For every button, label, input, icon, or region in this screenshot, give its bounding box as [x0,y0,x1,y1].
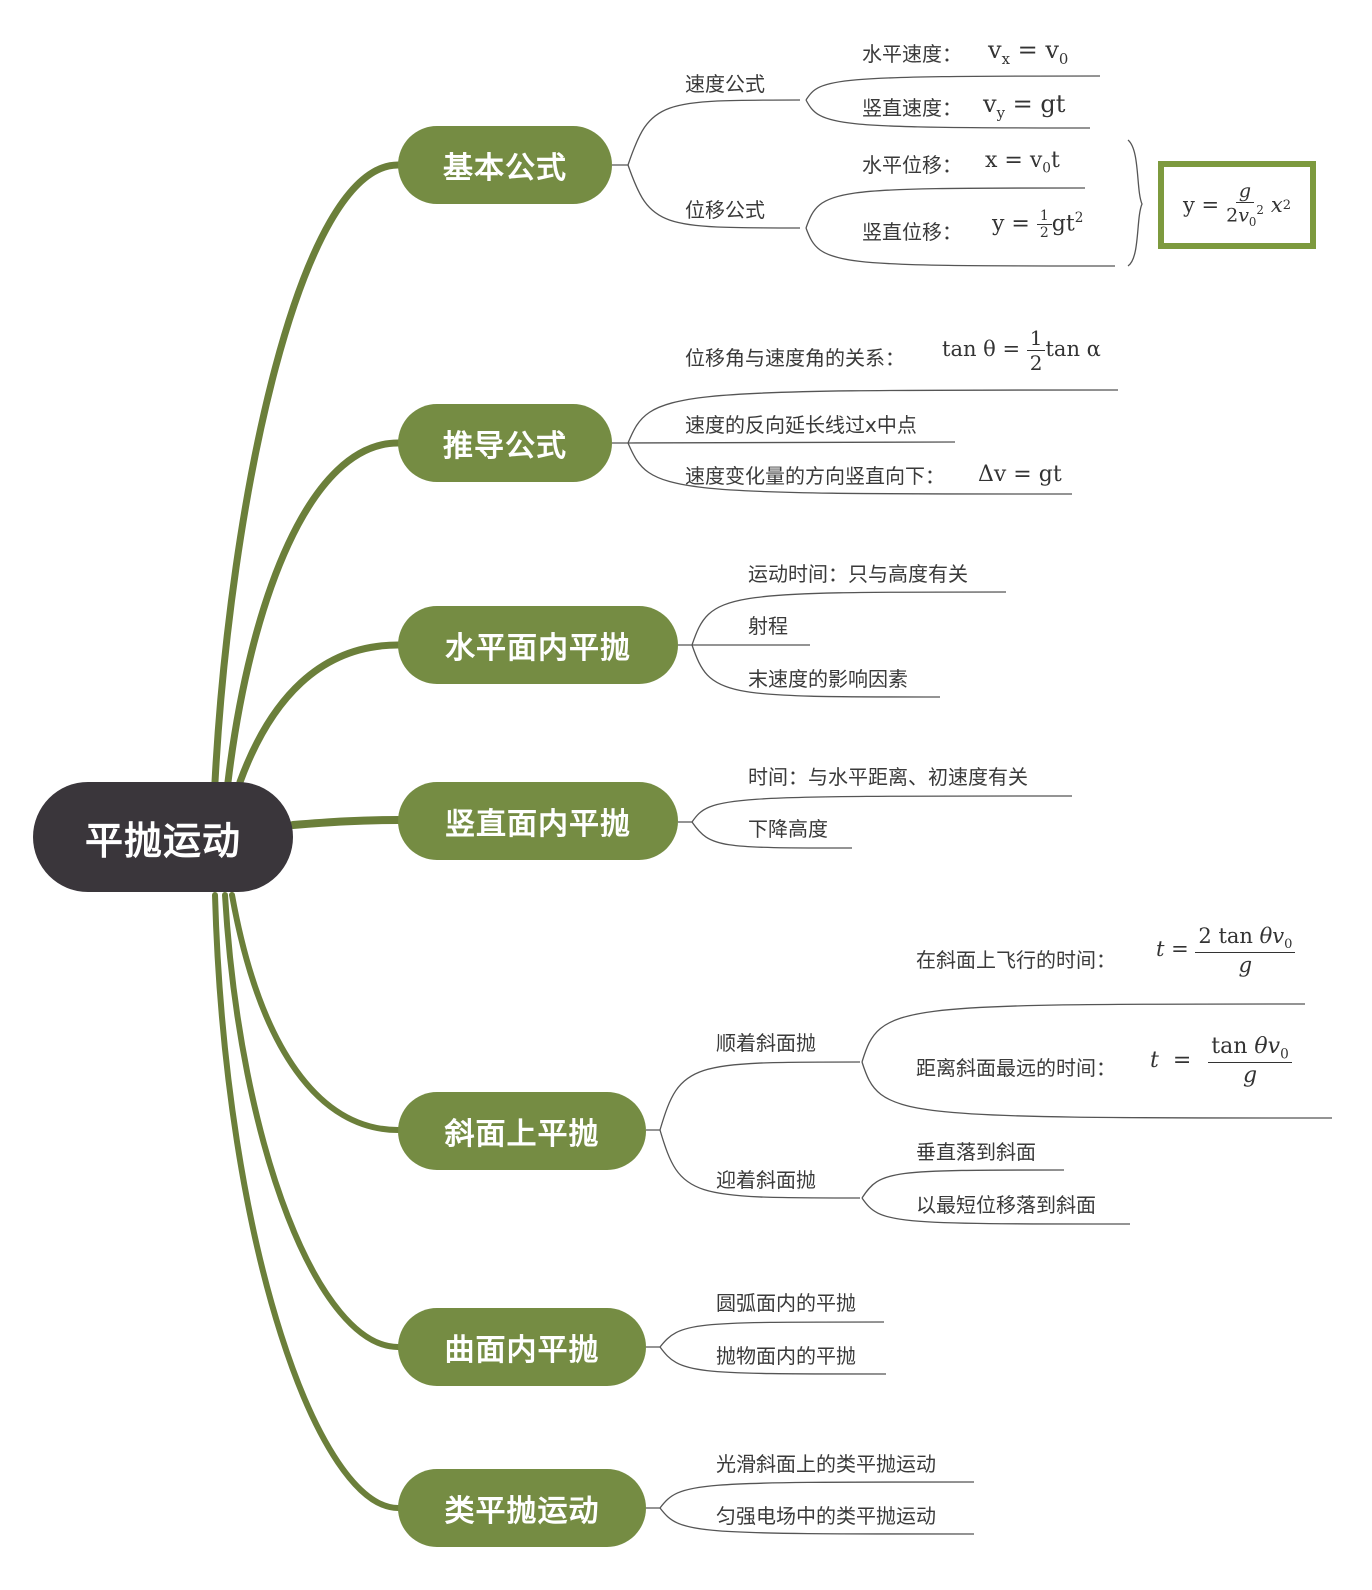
label-along-incline: 顺着斜面抛 [716,1031,816,1055]
branch-curved-surface[interactable]: 曲面内平抛 [398,1308,646,1386]
label-against-incline: 迎着斜面抛 [716,1168,816,1192]
item-fall-height: 下降高度 [748,817,828,841]
trunk-4 [289,816,402,829]
trunk-3 [236,641,402,786]
branch-quasi-projectile[interactable]: 类平抛运动 [398,1469,646,1547]
label-horizontal-velocity: 水平速度： [862,42,962,66]
item-reverse-extension: 速度的反向延长线过x中点 [685,413,917,437]
trunk-5 [229,892,401,1133]
root-node[interactable]: 平抛运动 [33,782,293,892]
label-displacement-formula: 位移公式 [685,198,765,222]
eq-horizontal-displacement: x = v0t [985,148,1060,177]
trunk-2 [224,439,402,786]
item-farthest-time: 距离斜面最远的时间： [916,1056,1116,1080]
branch-vertical-plane[interactable]: 竖直面内平抛 [398,782,678,860]
item-perpendicular-landing: 垂直落到斜面 [916,1140,1036,1164]
item-range: 射程 [748,614,788,638]
item-flight-time-on-incline: 在斜面上飞行的时间： [916,948,1116,972]
eq-velocity-change: Δv = gt [978,462,1062,487]
item-motion-time: 运动时间：只与高度有关 [748,562,968,586]
item-final-velocity-factors: 末速度的影响因素 [748,667,908,691]
label-vertical-displacement: 竖直位移： [862,220,962,244]
label-horizontal-displacement: 水平位移： [862,153,962,177]
trunk-1 [211,161,402,786]
item-time-factors: 时间：与水平距离、初速度有关 [748,765,1028,789]
branch-derived-formulas[interactable]: 推导公式 [398,404,612,482]
label-speed-formula: 速度公式 [685,72,765,96]
item-angle-relation: 位移角与速度角的关系： [685,346,905,370]
branch-basic-formulas[interactable]: 基本公式 [398,126,612,204]
eq-horizontal-velocity: vx = v0 [988,36,1069,68]
trunk-7 [212,892,401,1511]
item-velocity-change: 速度变化量的方向竖直向下： [685,464,945,488]
branch-on-incline[interactable]: 斜面上平抛 [398,1092,646,1170]
item-electric-field-quasi: 匀强电场中的类平抛运动 [716,1504,936,1528]
label-vertical-velocity: 竖直速度： [862,96,962,120]
branch-horizontal-plane[interactable]: 水平面内平抛 [398,606,678,684]
item-parabolic-surface: 抛物面内的平抛 [716,1344,856,1368]
trunk-6 [222,892,401,1350]
item-smooth-incline-quasi: 光滑斜面上的类平抛运动 [716,1452,936,1476]
eq-vertical-velocity: vy = gt [983,90,1066,122]
item-arc-surface: 圆弧面内的平抛 [716,1291,856,1315]
item-shortest-displacement: 以最短位移落到斜面 [916,1193,1096,1217]
